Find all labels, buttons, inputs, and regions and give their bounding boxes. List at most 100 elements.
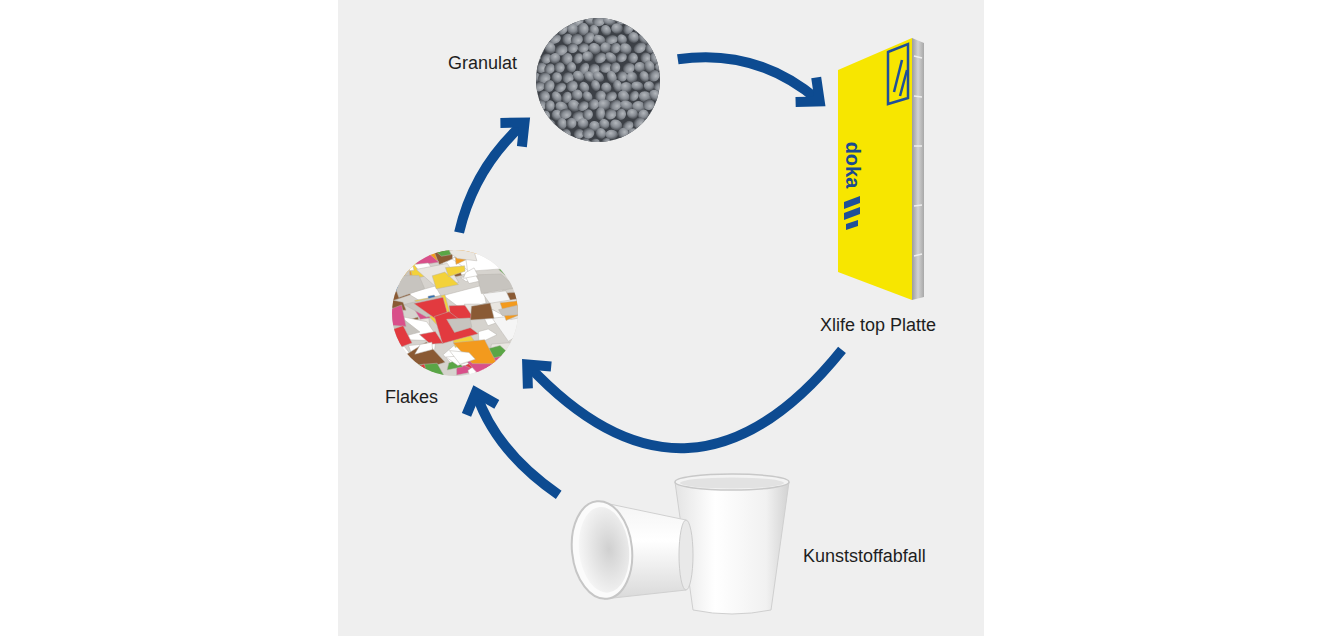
pellet bbox=[536, 88, 539, 102]
pellet bbox=[565, 136, 580, 142]
pellet bbox=[582, 127, 596, 140]
plastic-flake bbox=[499, 268, 511, 276]
pellet-circle: Granulat bbox=[536, 18, 660, 142]
flakes-circle: Flakes bbox=[392, 250, 518, 376]
plastic-flake bbox=[496, 250, 506, 257]
plastic-flake bbox=[435, 250, 451, 256]
cycle-arrow bbox=[527, 350, 842, 448]
brand-logo-text: doka bbox=[842, 142, 864, 189]
pellet bbox=[541, 128, 552, 139]
plastic-flake bbox=[392, 253, 414, 272]
pellet bbox=[570, 88, 583, 101]
plastic-flake bbox=[493, 368, 502, 376]
pellet bbox=[565, 117, 577, 130]
pellet bbox=[654, 43, 660, 55]
pellet bbox=[617, 127, 630, 141]
arrow-shaft bbox=[529, 350, 842, 448]
pellet bbox=[553, 136, 569, 142]
pellet bbox=[595, 107, 605, 121]
pellet bbox=[539, 109, 552, 123]
cycle-arrow bbox=[459, 123, 524, 233]
plastic-flake bbox=[410, 250, 439, 265]
pellet bbox=[544, 100, 555, 112]
plastic-flake bbox=[502, 358, 519, 367]
pellet bbox=[615, 51, 629, 64]
plastic-flake bbox=[499, 305, 518, 316]
pellet bbox=[640, 117, 656, 133]
pellet bbox=[653, 138, 660, 142]
arrow-head bbox=[500, 123, 524, 147]
plastic-flake bbox=[396, 250, 418, 265]
pellet bbox=[626, 30, 641, 45]
plastic-flake bbox=[415, 342, 433, 354]
plastic-flake bbox=[496, 363, 515, 376]
pellet bbox=[543, 136, 559, 142]
pellet bbox=[582, 51, 594, 62]
arrow-shaft bbox=[678, 57, 818, 100]
plastic-flake bbox=[445, 266, 465, 277]
node-label: Granulat bbox=[448, 52, 517, 74]
cups-picture bbox=[562, 472, 794, 620]
plastic-flake bbox=[447, 318, 472, 332]
plastic-flake bbox=[450, 351, 476, 365]
pellet bbox=[536, 117, 547, 130]
pellet bbox=[652, 118, 660, 131]
arrow-shaft bbox=[477, 394, 559, 495]
pellet bbox=[636, 18, 651, 27]
pellet bbox=[557, 117, 567, 129]
pellet bbox=[566, 41, 580, 54]
pellet bbox=[643, 139, 655, 142]
pellet bbox=[577, 137, 591, 142]
plastic-flake bbox=[392, 326, 412, 349]
pellet bbox=[647, 29, 660, 44]
pellet bbox=[655, 23, 660, 36]
pellet bbox=[626, 126, 643, 142]
node-label: Kunststoffabfall bbox=[803, 545, 926, 567]
pellet bbox=[536, 18, 539, 26]
pellet bbox=[641, 23, 656, 37]
plastic-flake bbox=[415, 364, 427, 373]
pellet bbox=[642, 99, 655, 111]
pellet bbox=[552, 60, 567, 75]
pellet bbox=[649, 108, 660, 122]
plastic-flake bbox=[492, 316, 518, 342]
pellet bbox=[536, 23, 548, 36]
plastic-flake bbox=[477, 274, 517, 294]
pellet bbox=[537, 18, 553, 27]
pellet bbox=[611, 22, 624, 34]
arrow-head bbox=[527, 364, 551, 388]
pellet bbox=[536, 136, 549, 142]
pellet bbox=[627, 89, 641, 103]
arrow-head bbox=[467, 393, 497, 415]
pellet bbox=[551, 18, 563, 27]
pellet bbox=[615, 107, 628, 121]
pellet bbox=[635, 127, 651, 142]
plastic-flake bbox=[471, 303, 495, 320]
pellet bbox=[648, 126, 660, 142]
pellet bbox=[653, 100, 660, 114]
pellet bbox=[559, 127, 573, 141]
pellet bbox=[542, 118, 556, 130]
pellet bbox=[536, 109, 542, 121]
plastic-flake bbox=[392, 305, 406, 327]
cycle-arrow bbox=[678, 57, 820, 102]
pellet bbox=[536, 31, 541, 45]
pellet bbox=[599, 136, 612, 142]
pellet bbox=[536, 127, 541, 141]
pellet bbox=[544, 22, 555, 34]
arrow-shaft bbox=[459, 124, 523, 233]
pellet bbox=[628, 18, 638, 26]
pellet bbox=[550, 126, 564, 140]
pellet bbox=[609, 138, 620, 142]
plastic-flake bbox=[392, 275, 425, 297]
pellet bbox=[589, 79, 601, 93]
pellet bbox=[645, 42, 656, 54]
arrow-head bbox=[796, 78, 820, 103]
pellet bbox=[620, 136, 634, 142]
pellet bbox=[536, 43, 545, 57]
flakes-picture bbox=[392, 250, 518, 376]
waste-cups: Kunststoffabfall bbox=[562, 472, 794, 620]
pellet bbox=[587, 136, 603, 142]
node-label: Flakes bbox=[385, 386, 438, 408]
